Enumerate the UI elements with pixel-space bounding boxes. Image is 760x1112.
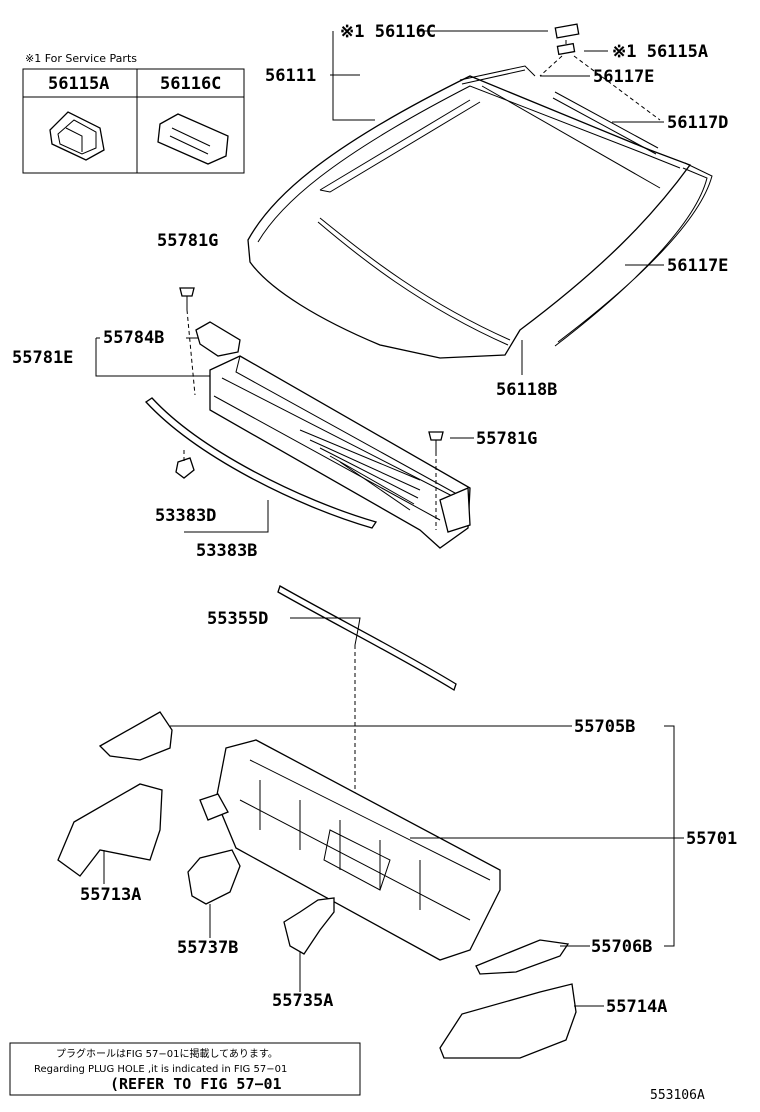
service-box-col1: 56115A bbox=[48, 74, 109, 94]
label-55735a: 55735A bbox=[272, 991, 333, 1011]
label-55784b: 55784B bbox=[103, 328, 164, 348]
label-56117e-right: 56117E bbox=[667, 256, 728, 276]
clip-53383d bbox=[175, 457, 195, 479]
label-55714a: 55714A bbox=[606, 997, 667, 1017]
label-53383b: 53383B bbox=[196, 541, 257, 561]
panel-55737b bbox=[187, 849, 241, 905]
note-line-en: Regarding PLUG HOLE ,it is indicated in … bbox=[34, 1064, 287, 1075]
label-55713a: 55713A bbox=[80, 885, 141, 905]
clip-55781g-left bbox=[179, 287, 195, 310]
molding-56117e-right bbox=[554, 162, 713, 347]
plug-hole-note: プラグホールはFIG 57−01に掲載してあります。 Regarding PLU… bbox=[9, 1042, 361, 1096]
figure-id: 553106A bbox=[650, 1088, 705, 1103]
label-53383d: 53383D bbox=[155, 506, 216, 526]
label-55737b: 55737B bbox=[177, 938, 238, 958]
bracket-55705b bbox=[98, 711, 173, 761]
part-56115a bbox=[556, 42, 576, 56]
label-55781e: 55781E bbox=[12, 348, 73, 368]
panel-55713a bbox=[57, 783, 163, 877]
clip-55781g-right bbox=[428, 431, 444, 452]
label-55355d: 55355D bbox=[207, 609, 268, 629]
label-56117e-top: 56117E bbox=[593, 67, 654, 87]
cowl-louver bbox=[209, 355, 471, 549]
weatherstrip-55355d bbox=[277, 585, 457, 691]
label-55705b: 55705B bbox=[574, 717, 635, 737]
molding-56117e-top bbox=[459, 65, 536, 85]
seal-53383b bbox=[145, 397, 378, 529]
molding-56117d bbox=[552, 91, 659, 155]
label-56116c: ※1 56116C bbox=[340, 22, 436, 42]
label-56111: 56111 bbox=[265, 66, 316, 86]
panel-55714a bbox=[439, 983, 577, 1059]
label-55781g-right: 55781G bbox=[476, 429, 537, 449]
label-56118b: 56118B bbox=[496, 380, 557, 400]
panel-55735a bbox=[283, 897, 335, 955]
plate-56116c-icon bbox=[157, 113, 229, 165]
label-56117d: 56117D bbox=[667, 113, 728, 133]
label-56115a: ※1 56115A bbox=[612, 42, 708, 62]
bracket-55784b bbox=[195, 321, 241, 357]
windshield-glass bbox=[247, 75, 692, 359]
clip-56115a-icon bbox=[49, 111, 105, 161]
dash-panel-55701 bbox=[199, 739, 501, 961]
service-box-title: ※1 For Service Parts bbox=[25, 52, 137, 65]
label-55781g-top: 55781G bbox=[157, 231, 218, 251]
note-line-jp: プラグホールはFIG 57−01に掲載してあります。 bbox=[56, 1047, 278, 1060]
part-56116c bbox=[554, 23, 580, 39]
service-parts-box: ※1 For Service Parts 56115A 56116C bbox=[22, 52, 245, 174]
label-55706b: 55706B bbox=[591, 937, 652, 957]
bracket-55706b bbox=[475, 939, 570, 975]
label-55701: 55701 bbox=[686, 829, 737, 849]
service-box-col2: 56116C bbox=[160, 74, 221, 94]
note-refer: (REFER TO FIG 57−01 bbox=[110, 1075, 282, 1093]
